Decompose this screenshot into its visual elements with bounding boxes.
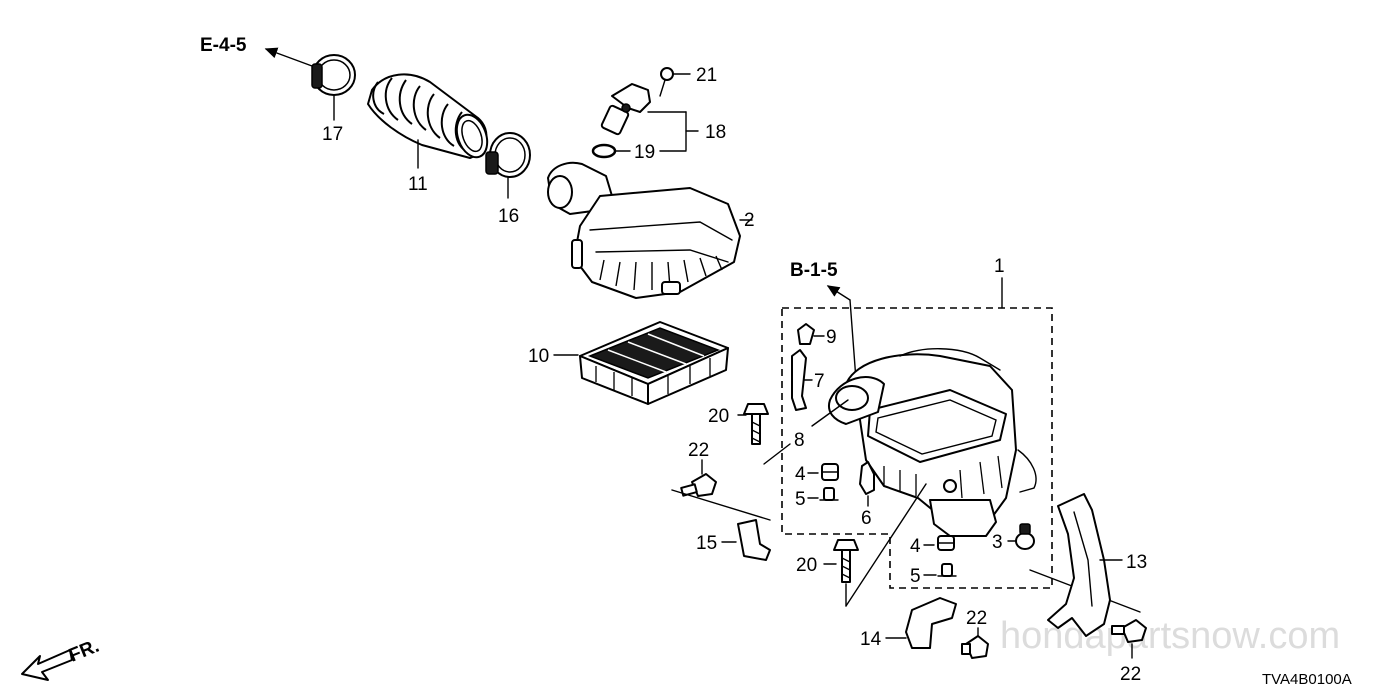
part-4-grommet-lower[interactable] — [937, 535, 955, 551]
front-direction-arrow — [21, 649, 73, 681]
leader-22a-ref — [671, 489, 771, 521]
callout-22b: 22 — [966, 608, 987, 629]
part-3-mount-rubber[interactable] — [1015, 523, 1035, 550]
callout-11: 11 — [408, 174, 428, 195]
callout-13: 13 — [1126, 552, 1147, 573]
part-22-bolt-right[interactable] — [1111, 619, 1147, 643]
part-13-bracket[interactable] — [1047, 493, 1111, 637]
callout-18: 18 — [705, 122, 726, 143]
callout-21: 21 — [696, 65, 717, 86]
ref-b-1-5-leader — [849, 299, 857, 381]
part-5-collar-lower[interactable] — [937, 563, 957, 577]
part-19-o-ring[interactable] — [591, 143, 617, 159]
part-11-intake-tube[interactable] — [367, 73, 493, 161]
part-15-bracket[interactable] — [737, 519, 771, 561]
diagram-code: TVA4B0100A — [1262, 671, 1352, 688]
part-5-collar-upper[interactable] — [819, 487, 839, 501]
callout-5b: 5 — [910, 566, 921, 587]
part-4-grommet-upper[interactable] — [821, 463, 839, 481]
part-22-bolt-lower[interactable] — [961, 635, 989, 659]
part-20-bolt-upper[interactable] — [743, 403, 769, 445]
ref-b-1-5[interactable]: B-1-5 — [790, 260, 838, 281]
callout-7: 7 — [814, 371, 825, 392]
callout-19: 19 — [634, 142, 655, 163]
callout-4b: 4 — [910, 536, 921, 557]
callout-6: 6 — [861, 508, 872, 529]
part-2-air-cleaner-cover[interactable] — [547, 161, 741, 299]
part-7-bracket[interactable] — [791, 349, 807, 411]
part-16-clamp[interactable] — [485, 132, 531, 178]
part-9-clip[interactable] — [797, 323, 815, 345]
part-21-screw[interactable] — [659, 67, 674, 97]
callout-14: 14 — [860, 629, 882, 650]
front-label: FR. — [66, 636, 102, 667]
callout-5a: 5 — [795, 489, 806, 510]
callout-1: 1 — [994, 256, 1005, 277]
part-17-clamp[interactable] — [311, 54, 356, 96]
callout-22a: 22 — [688, 440, 709, 461]
callout-8: 8 — [794, 430, 805, 451]
ref-e-4-5[interactable]: E-4-5 — [200, 35, 247, 56]
leader-8b — [811, 399, 849, 427]
leader-20d — [845, 483, 927, 607]
leader-8a — [763, 443, 791, 465]
callout-4a: 4 — [795, 464, 806, 485]
ref-e-4-5-arrow — [264, 47, 313, 67]
part-18-airflow-sensor[interactable] — [600, 83, 651, 136]
callout-9: 9 — [826, 327, 837, 348]
callout-17: 17 — [322, 124, 343, 145]
part-22-bolt-left[interactable] — [680, 473, 717, 497]
callout-3: 3 — [992, 532, 1003, 553]
callout-16: 16 — [498, 206, 519, 227]
part-10-air-filter[interactable] — [579, 321, 729, 405]
ref-b-1-5-arrow — [826, 285, 851, 301]
callout-20a: 20 — [708, 406, 729, 427]
part-1-air-cleaner-case[interactable] — [828, 348, 1037, 537]
part-1-group-outline — [781, 307, 1053, 589]
callout-10: 10 — [528, 346, 549, 367]
callout-22c: 22 — [1120, 664, 1141, 685]
callout-2: 2 — [744, 210, 755, 231]
callout-20b: 20 — [796, 555, 817, 576]
part-20-bolt-lower[interactable] — [833, 539, 859, 583]
part-14-bracket[interactable] — [905, 597, 957, 649]
callout-15: 15 — [696, 533, 717, 554]
part-6-clip[interactable] — [859, 461, 875, 495]
